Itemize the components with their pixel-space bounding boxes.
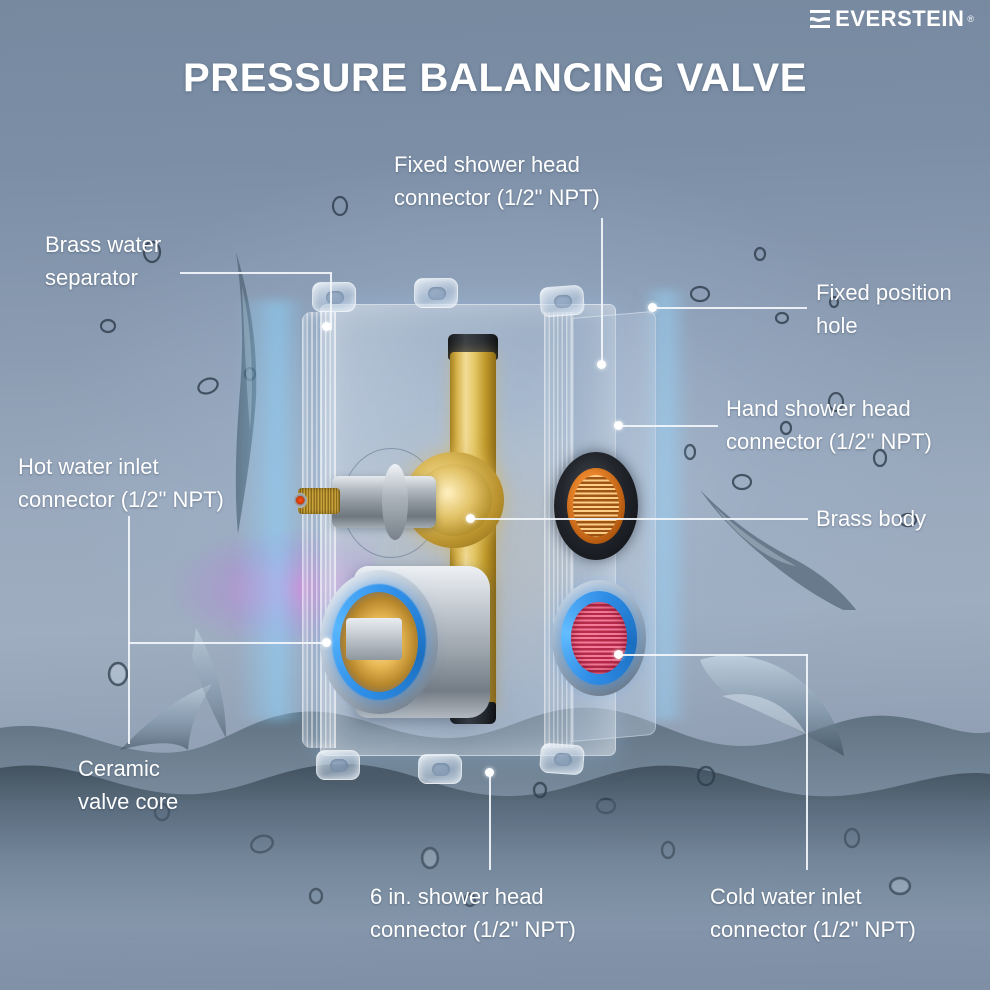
callout-hot-water-inlet-connector: Hot water inlet connector (1/2" NPT) — [18, 454, 224, 512]
leader-dot-hand-shower-head — [614, 421, 623, 430]
callout-cold-water-inlet-connector: Cold water inlet connector (1/2" NPT) — [710, 884, 916, 942]
mounting-ear-bottom-right — [539, 742, 585, 776]
mounting-ear-top-middle — [414, 278, 458, 308]
mounting-ear-bottom-left — [316, 750, 360, 780]
everstein-wave-e-icon — [810, 10, 831, 28]
leader-dot-hot-water-inlet — [322, 638, 331, 647]
underwater-shading — [0, 800, 990, 990]
registered-mark: ® — [967, 14, 974, 24]
callout-fixed-shower-head-connector: Fixed shower head connector (1/2" NPT) — [394, 152, 600, 210]
valve-stem-tip — [294, 493, 307, 508]
leader-line-six-inch-shower-head — [489, 774, 491, 870]
leader-line-fixed-position-hole — [655, 307, 807, 309]
page-title: PRESSURE BALANCING VALVE — [182, 56, 808, 100]
hand-shower-port — [554, 452, 638, 560]
brand-wordmark: EVERSTEIN — [835, 6, 965, 31]
ceramic-valve-core-assembly — [320, 560, 490, 728]
brand-logo: EVERSTEIN ® — [808, 8, 974, 30]
leader-dot-fixed-position-hole — [648, 303, 657, 312]
leader-line-fixed-shower-head-v — [601, 218, 603, 365]
mounting-ear-top-right — [539, 284, 585, 318]
mounting-ear-bottom-middle — [418, 754, 462, 784]
leader-line-cold-water-inlet-h — [620, 654, 808, 656]
callout-brass-water-separator: Brass water separator — [45, 232, 162, 290]
leader-dot-six-inch-shower-head — [485, 768, 494, 777]
leader-line-brass-water-separator-h — [180, 272, 330, 274]
leader-line-ceramic-valve-core — [128, 642, 130, 744]
leader-dot-cold-water-inlet — [614, 650, 623, 659]
hand-shower-port-threads — [573, 475, 619, 537]
leader-dot-brass-water-separator — [322, 322, 331, 331]
cold-inlet-port — [552, 580, 646, 696]
callout-six-inch-shower-head: 6 in. shower head connector (1/2" NPT) — [370, 884, 576, 942]
callout-fixed-position-hole: Fixed position hole — [816, 280, 952, 338]
leader-dot-brass-body — [466, 514, 475, 523]
callout-hand-shower-head-connector: Hand shower head connector (1/2" NPT) — [726, 396, 932, 454]
callout-ceramic-valve-core: Ceramic valve core — [78, 756, 179, 814]
leader-line-hot-water-inlet-h — [128, 642, 328, 644]
valve-stem-ring — [382, 464, 408, 540]
mounting-ear-top-left — [312, 282, 356, 312]
leader-dot-fixed-shower-head — [597, 360, 606, 369]
leader-line-brass-water-separator-v — [330, 272, 332, 330]
leader-line-brass-body — [471, 518, 808, 520]
callout-brass-body: Brass body — [816, 506, 927, 531]
leader-line-cold-water-inlet-v — [806, 654, 808, 870]
leader-line-hot-water-inlet-v — [128, 516, 130, 642]
leader-line-hand-shower-head — [623, 425, 718, 427]
pressure-balancing-valve-image — [286, 278, 686, 788]
cold-inlet-threads — [571, 602, 627, 674]
ceramic-core-plug — [346, 618, 402, 660]
